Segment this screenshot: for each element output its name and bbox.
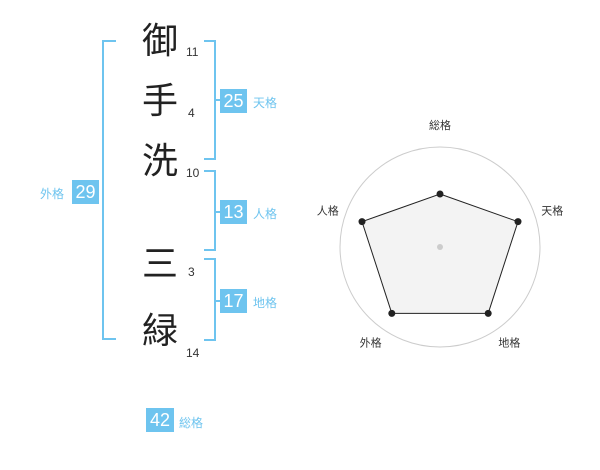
stroke-count-4: 3 [188, 265, 195, 279]
radar-center-dot [437, 244, 443, 250]
stroke-count-1: 11 [186, 45, 199, 59]
name-char-2: 手 [142, 81, 179, 122]
jinkaku-bracket [200, 170, 220, 252]
radar-axis-label: 人格 [317, 204, 339, 218]
soukaku-label: 総格 [179, 416, 204, 430]
gaikaku-bracket [100, 40, 120, 340]
gaikaku-value: 29 [72, 180, 99, 204]
radar-axis-label: 総格 [429, 118, 451, 132]
radar-axis-label: 地格 [498, 335, 520, 349]
chikaku-label: 地格 [253, 296, 278, 310]
radar-point [514, 218, 522, 226]
tenkaku-bracket [200, 40, 220, 160]
radar-polygon [361, 193, 519, 314]
jinkaku-label: 人格 [253, 207, 278, 221]
radar-axis-label: 外格 [360, 335, 382, 349]
radar-axis-label: 天格 [541, 204, 563, 218]
soukaku-value: 42 [146, 408, 174, 432]
radar-point [484, 309, 492, 317]
jinkaku-value: 13 [220, 200, 247, 224]
name-char-4: 三 [142, 244, 179, 285]
stroke-count-3: 10 [186, 166, 200, 180]
chikaku-value: 17 [220, 289, 247, 313]
radar-point [436, 190, 444, 198]
name-char-5: 緑 [142, 311, 179, 352]
radar-point [388, 309, 396, 317]
tenkaku-value: 25 [220, 89, 247, 113]
name-char-3: 洗 [142, 141, 179, 182]
tenkaku-label: 天格 [253, 96, 278, 110]
chikaku-bracket [200, 258, 220, 342]
gaikaku-label: 外格 [40, 187, 65, 201]
stroke-count-5: 14 [186, 346, 200, 360]
name-char-1: 御 [142, 21, 179, 62]
radar-point [358, 218, 366, 226]
stroke-count-2: 4 [188, 106, 195, 120]
